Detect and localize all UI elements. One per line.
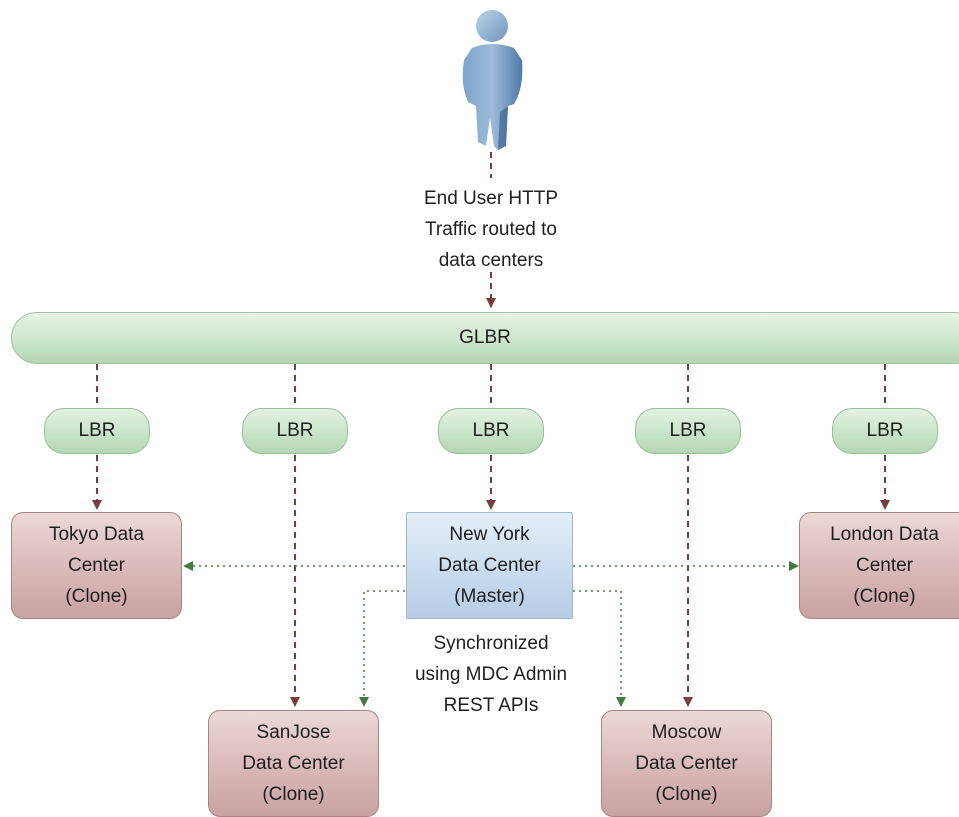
newyork-data-center: New York Data Center (Master)	[406, 512, 573, 619]
london-data-center: London Data Center (Clone)	[799, 512, 959, 619]
user-traffic-label: End User HTTP Traffic routed to data cen…	[423, 188, 559, 271]
lbr-label: LBR	[866, 420, 904, 441]
tokyo-data-center: Tokyo Data Center (Clone)	[11, 512, 182, 619]
lbr-sanjose: LBR	[242, 408, 348, 454]
sanjose-data-center: SanJose Data Center (Clone)	[208, 710, 379, 817]
glbr-label: GLBR	[459, 327, 511, 348]
lbr-label: LBR	[276, 420, 314, 441]
lbr-label: LBR	[78, 420, 116, 441]
sync-to-sanjose-arrow	[359, 590, 405, 707]
sync-to-moscow-arrow	[573, 590, 626, 707]
lbr-moscow: LBR	[635, 408, 741, 454]
sanjose-data-center-label: SanJose Data Center (Clone)	[242, 722, 345, 805]
lbr-label: LBR	[472, 420, 510, 441]
lbr-newyork: LBR	[438, 408, 544, 454]
tokyo-data-center-label: Tokyo Data Center (Clone)	[48, 524, 145, 607]
person-icon	[462, 10, 523, 150]
glbr-bar: GLBR	[11, 312, 959, 364]
london-data-center-label: London Data Center (Clone)	[830, 524, 939, 607]
lbr-tokyo: LBR	[44, 408, 150, 454]
sync-label: Synchronized using MDC Admin REST APIs	[414, 633, 568, 716]
lbr-label: LBR	[669, 420, 707, 441]
lbr-london: LBR	[832, 408, 938, 454]
newyork-data-center-label: New York Data Center (Master)	[438, 524, 541, 607]
moscow-data-center: Moscow Data Center (Clone)	[601, 710, 772, 817]
moscow-data-center-label: Moscow Data Center (Clone)	[635, 722, 738, 805]
